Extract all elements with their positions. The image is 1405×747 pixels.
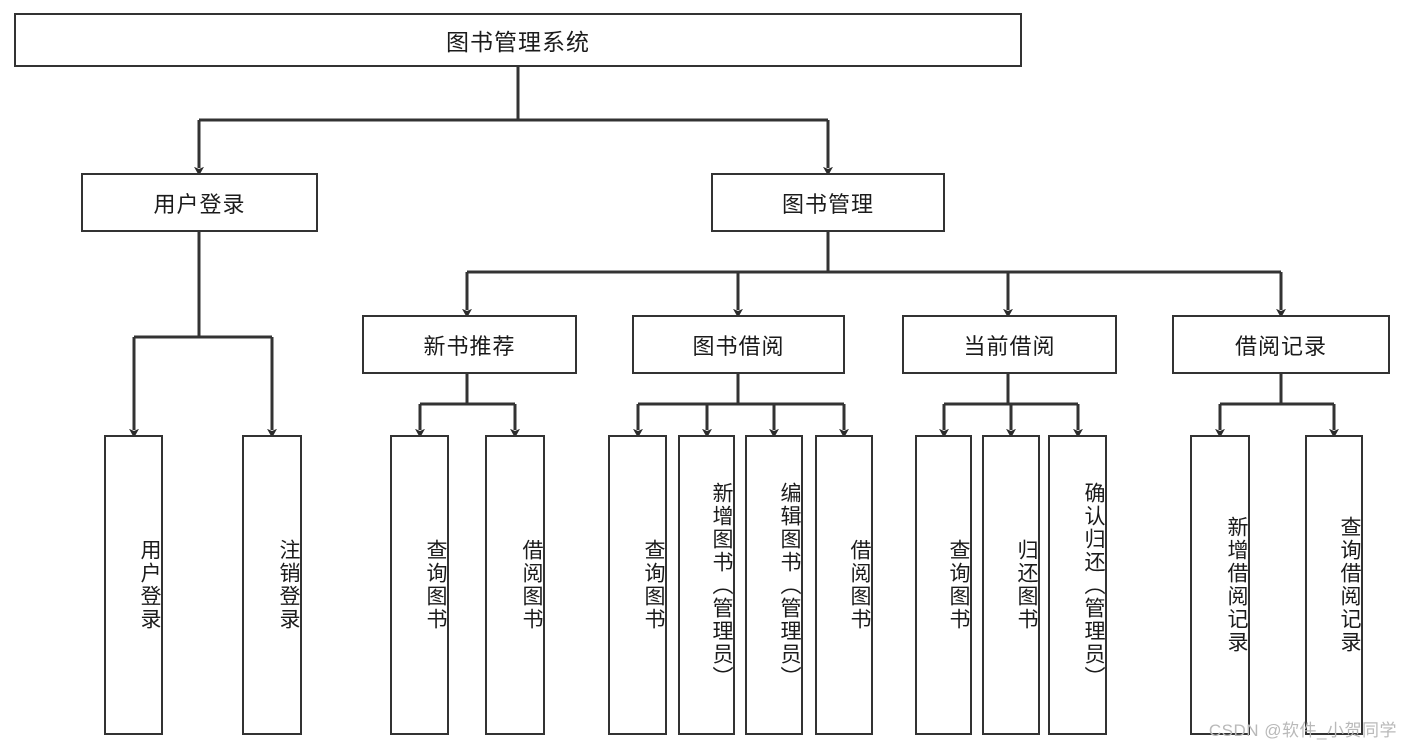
csdn-watermark: CSDN @软件_小贺同学 — [1208, 721, 1397, 740]
node-leaf-borrow-book[interactable]: 借阅图书 — [815, 435, 873, 735]
node-leaf-confirm-return-admin-label: 确认归还（管理员） — [1082, 481, 1105, 689]
node-leaf-query-book-borrow-label: 查询图书 — [642, 539, 665, 631]
node-leaf-borrow-book-recommend[interactable]: 借阅图书 — [485, 435, 545, 735]
node-leaf-query-borrow-record-label: 查询借阅记录 — [1338, 516, 1361, 654]
node-leaf-return-book-label: 归还图书 — [1015, 539, 1038, 631]
node-user-login-label: 用户登录 — [153, 191, 246, 217]
node-book-borrow[interactable]: 图书借阅 — [632, 315, 845, 374]
node-leaf-logout-login[interactable]: 注销登录 — [242, 435, 302, 735]
node-book-borrow-label: 图书借阅 — [692, 333, 785, 359]
node-leaf-user-login-label: 用户登录 — [138, 539, 161, 631]
node-leaf-borrow-book-label: 借阅图书 — [848, 539, 871, 631]
node-borrow-record[interactable]: 借阅记录 — [1172, 315, 1390, 374]
node-new-book-recommend[interactable]: 新书推荐 — [362, 315, 577, 374]
node-user-login[interactable]: 用户登录 — [81, 173, 318, 232]
node-leaf-add-borrow-record[interactable]: 新增借阅记录 — [1190, 435, 1250, 735]
node-leaf-query-book-current-label: 查询图书 — [947, 539, 970, 631]
node-leaf-add-borrow-record-label: 新增借阅记录 — [1225, 516, 1248, 654]
node-leaf-query-book-current[interactable]: 查询图书 — [915, 435, 972, 735]
node-leaf-logout-login-label: 注销登录 — [277, 539, 300, 631]
node-leaf-query-book-recommend-label: 查询图书 — [424, 539, 447, 631]
node-leaf-edit-book-admin-label: 编辑图书（管理员） — [778, 481, 801, 689]
node-leaf-borrow-book-recommend-label: 借阅图书 — [520, 539, 543, 631]
node-book-manage[interactable]: 图书管理 — [711, 173, 945, 232]
node-leaf-query-book-borrow[interactable]: 查询图书 — [608, 435, 667, 735]
node-borrow-record-label: 借阅记录 — [1234, 333, 1327, 359]
node-leaf-edit-book-admin[interactable]: 编辑图书（管理员） — [745, 435, 803, 735]
node-leaf-query-book-recommend[interactable]: 查询图书 — [390, 435, 449, 735]
node-current-borrow[interactable]: 当前借阅 — [902, 315, 1117, 374]
node-new-book-recommend-label: 新书推荐 — [423, 333, 516, 359]
node-book-manage-label: 图书管理 — [781, 191, 874, 217]
node-leaf-add-book-admin[interactable]: 新增图书（管理员） — [678, 435, 735, 735]
node-leaf-confirm-return-admin[interactable]: 确认归还（管理员） — [1048, 435, 1107, 735]
node-leaf-add-book-admin-label: 新增图书（管理员） — [710, 481, 733, 689]
node-leaf-user-login[interactable]: 用户登录 — [104, 435, 163, 735]
node-current-borrow-label: 当前借阅 — [963, 333, 1056, 359]
node-leaf-return-book[interactable]: 归还图书 — [982, 435, 1040, 735]
node-leaf-query-borrow-record[interactable]: 查询借阅记录 — [1305, 435, 1363, 735]
node-root[interactable]: 图书管理系统 — [14, 13, 1022, 67]
node-root-label: 图书管理系统 — [446, 29, 590, 55]
